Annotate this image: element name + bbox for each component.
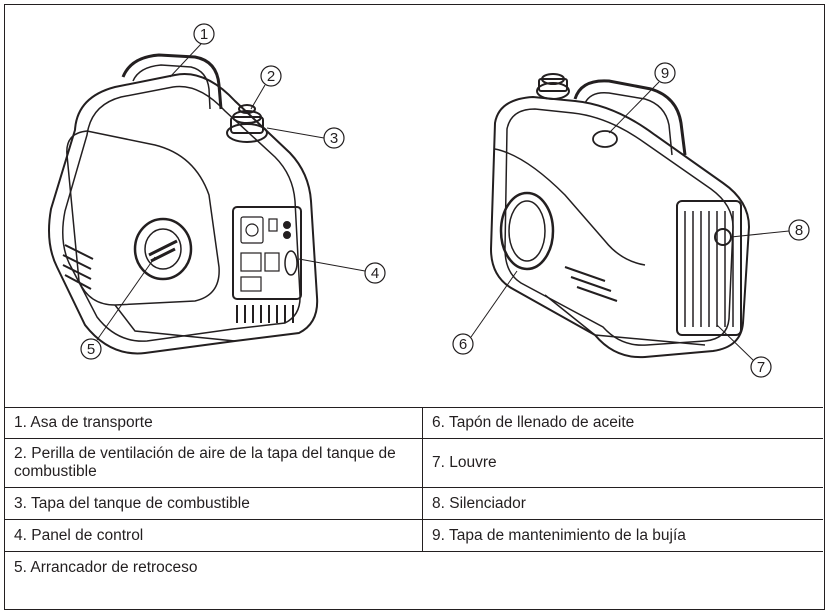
legend-item-fuel-tank-cap: 3. Tapa del tanque de combustible (5, 487, 423, 520)
legend-item-spark-plug-cover: 9. Tapa de mantenimiento de la bujía (422, 519, 823, 552)
callout-2: 2 (267, 68, 275, 85)
callout-7: 7 (757, 359, 765, 376)
callout-5: 5 (87, 341, 95, 358)
legend-item-fuel-cap-vent-knob: 2. Perilla de ventilación de aire de la … (5, 438, 423, 488)
callout-4: 4 (371, 265, 379, 282)
legend-item-recoil-starter: 5. Arrancador de retroceso (5, 551, 823, 583)
legend-row: 5. Arrancador de retroceso (5, 551, 823, 583)
generator-illustration: 1 2 3 4 5 6 (5, 5, 823, 407)
legend-row: 4. Panel de control 9. Tapa de mantenimi… (5, 519, 823, 552)
legend-item-oil-fill-cap: 6. Tapón de llenado de aceite (422, 407, 823, 439)
legend-item-louvre: 7. Louvre (422, 438, 823, 488)
callout-9: 9 (661, 65, 669, 82)
callout-1: 1 (200, 26, 208, 43)
callouts: 1 2 3 4 5 6 (80, 23, 810, 378)
legend-item-carry-handle: 1. Asa de transporte (5, 407, 423, 439)
generator-front-view (48, 53, 319, 355)
legend-row: 1. Asa de transporte 6. Tapón de llenado… (5, 407, 823, 439)
callout-3: 3 (330, 130, 338, 147)
callout-8: 8 (795, 222, 803, 239)
legend-item-muffler: 8. Silenciador (422, 487, 823, 520)
legend-item-control-panel: 4. Panel de control (5, 519, 423, 552)
parts-legend-table: 1. Asa de transporte 6. Tapón de llenado… (5, 407, 823, 583)
diagram-frame: 1 2 3 4 5 6 (4, 4, 825, 610)
callout-6: 6 (459, 336, 467, 353)
generator-rear-view (489, 73, 751, 359)
legend-row: 3. Tapa del tanque de combustible 8. Sil… (5, 487, 823, 520)
legend-row: 2. Perilla de ventilación de aire de la … (5, 438, 823, 488)
